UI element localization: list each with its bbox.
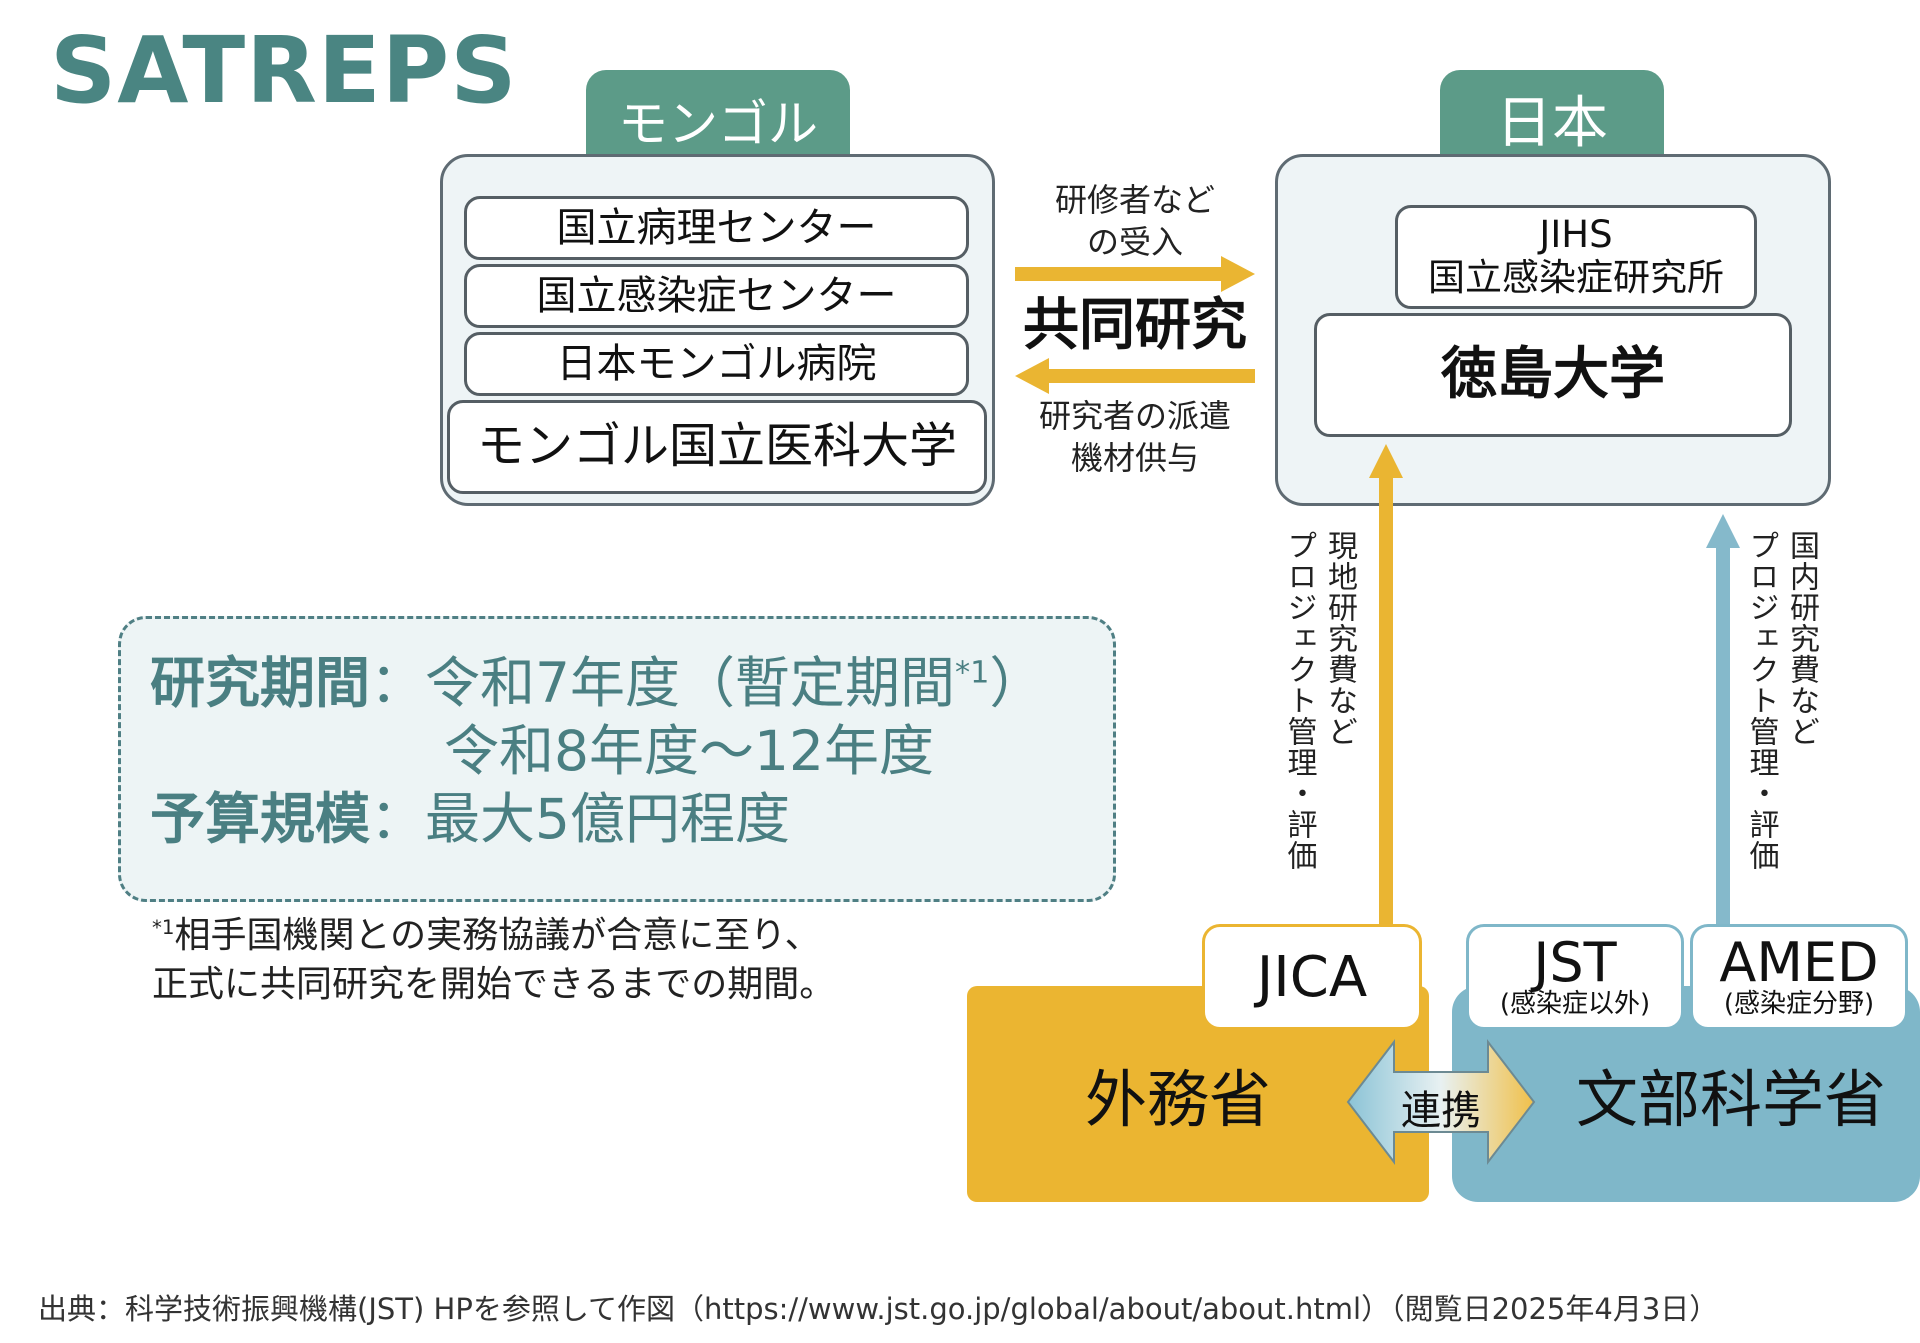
cooperation-label: 連携 xyxy=(1401,1088,1481,1134)
jica-label: JICA xyxy=(1256,944,1368,1010)
institution-pathology-center: 国立病理センター xyxy=(464,196,969,260)
research-period-value: 令和7年度（暫定期間 xyxy=(425,651,956,715)
arrow-left-to-mongolia xyxy=(1015,358,1255,394)
arrow-jica-to-tokushima xyxy=(1369,444,1403,930)
jica-flow-label: 現地研究費など プロジェクト管理・評価 xyxy=(1281,530,1358,871)
jica-box: JICA xyxy=(1202,924,1422,1030)
exchange-bottom-label: 研究者の派遣 機材供与 xyxy=(1038,397,1231,477)
jihs-abbrev: JIHS xyxy=(1539,213,1613,257)
domestic-flow-label: 国内研究費など プロジェクト管理・評価 xyxy=(1743,530,1820,871)
jihs-name: 国立感染症研究所 xyxy=(1428,256,1724,299)
research-period-label: 研究期間 xyxy=(150,651,371,715)
tokushima-university-box: 徳島大学 xyxy=(1314,313,1792,437)
institution-infectious-disease-center: 国立感染症センター xyxy=(464,264,969,328)
source-citation: 出典：科学技術振興機構(JST) HPを参照して作図（https://www.j… xyxy=(38,1292,1719,1326)
amed-label: AMED xyxy=(1719,930,1879,994)
page-title: SATREPS xyxy=(50,17,518,124)
mofa-label: 外務省 xyxy=(1084,1063,1271,1136)
budget-row: 予算規模：最大5億円程度 xyxy=(150,787,791,851)
jst-sublabel: (感染症以外) xyxy=(1499,988,1651,1019)
jst-label: JST xyxy=(1533,930,1617,994)
jst-box: JST (感染症以外) xyxy=(1466,924,1684,1030)
budget-label: 予算規模 xyxy=(150,787,371,851)
arrow-right-to-japan xyxy=(1015,256,1255,292)
footnote: *1相手国機関との実務協議が合意に至り、 正式に共同研究を開始できるまでの期間。 xyxy=(152,915,836,1005)
institution-medical-university: モンゴル国立医科大学 xyxy=(447,400,987,494)
amed-sublabel: (感染症分野) xyxy=(1723,988,1875,1019)
research-period-row-2: 令和8年度～12年度 xyxy=(444,718,934,784)
exchange-top-label: 研修者など の受入 xyxy=(1054,181,1215,261)
research-period-row: 研究期間：令和7年度（暫定期間*1） xyxy=(150,651,1045,715)
institution-japan-mongolia-hospital: 日本モンゴル病院 xyxy=(464,332,969,396)
budget-value: 最大5億円程度 xyxy=(425,787,791,851)
research-period-value-2: 令和8年度～12年度 xyxy=(444,719,934,783)
jihs-box: JIHS 国立感染症研究所 xyxy=(1395,205,1757,309)
arrow-domestic-to-japan xyxy=(1706,514,1740,930)
project-info-box xyxy=(118,616,1116,902)
mext-label: 文部科学省 xyxy=(1575,1063,1886,1136)
amed-box: AMED (感染症分野) xyxy=(1690,924,1908,1030)
cooperation-arrow xyxy=(1346,1039,1536,1165)
joint-research-label: 共同研究 xyxy=(1023,293,1247,358)
